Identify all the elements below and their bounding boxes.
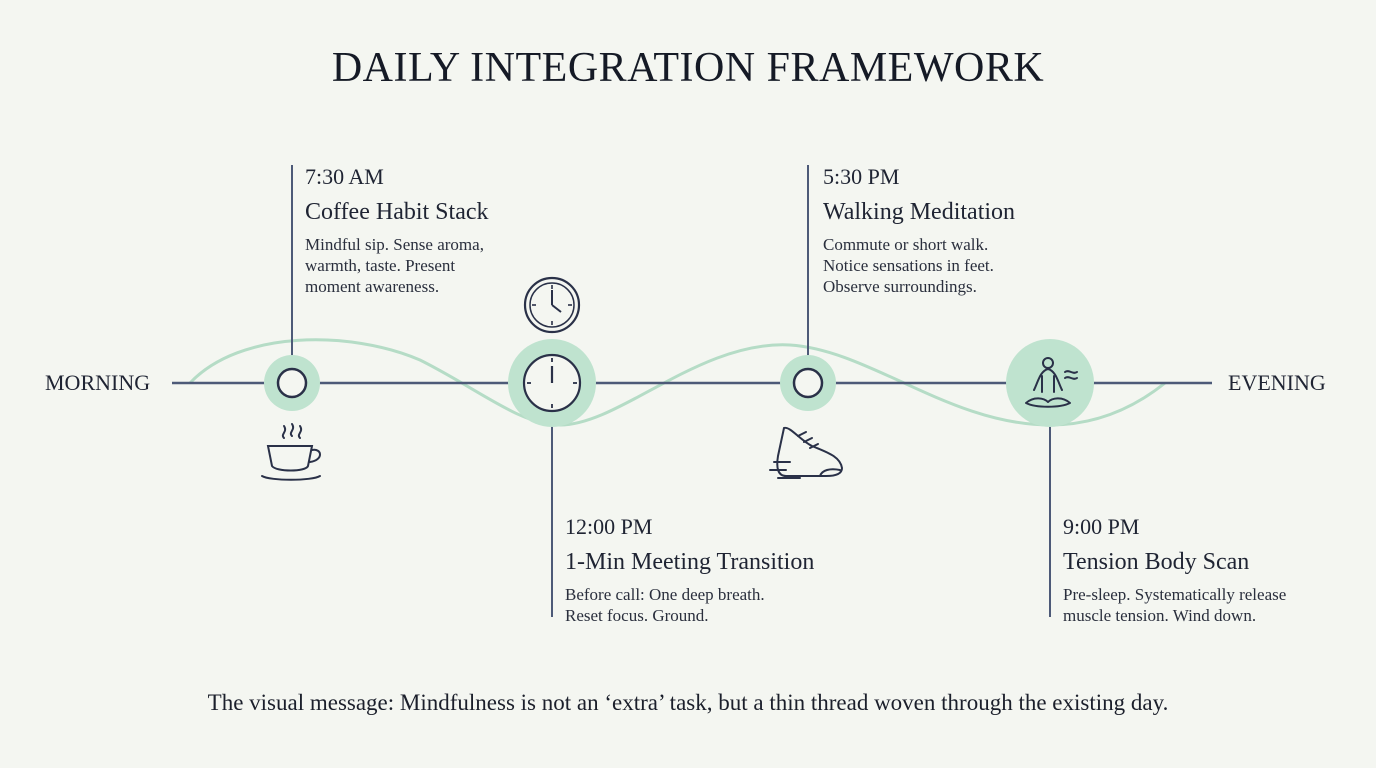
node-5-30: [780, 355, 836, 411]
event-description-line: muscle tension. Wind down.: [1063, 606, 1257, 625]
event-coffee-habit-stack: 7:30 AM Coffee Habit Stack Mindful sip. …: [305, 164, 545, 297]
event-description-line: Pre-sleep. Systematically release: [1063, 585, 1287, 604]
event-description: Commute or short walk. Notice sensations…: [823, 234, 1083, 297]
event-time: 7:30 AM: [305, 164, 384, 189]
clock-icon: [523, 276, 581, 334]
evening-label: EVENING: [1228, 370, 1326, 395]
sneaker-icon: [769, 426, 843, 479]
event-time: 9:00 PM: [1063, 514, 1140, 539]
node-9-00: [1006, 339, 1094, 427]
page-title: DAILY INTEGRATION FRAMEWORK: [331, 45, 1045, 91]
meditation-figure-icon: [1025, 357, 1078, 408]
event-name: 1-Min Meeting Transition: [565, 549, 815, 575]
node-7-30: [264, 355, 320, 411]
event-description: Mindful sip. Sense aroma, warmth, taste.…: [305, 234, 545, 297]
event-description-line: Notice sensations in feet.: [823, 256, 994, 275]
event-description-line: Mindful sip. Sense aroma,: [305, 235, 484, 254]
event-name: Walking Meditation: [823, 199, 1016, 225]
event-time: 12:00 PM: [565, 514, 653, 539]
event-description: Before call: One deep breath. Reset focu…: [565, 584, 865, 626]
event-walking-meditation: 5:30 PM Walking Meditation Commute or sh…: [823, 164, 1083, 297]
event-description-line: moment awareness.: [305, 277, 440, 296]
event-description-line: Reset focus. Ground.: [565, 606, 709, 625]
event-description-line: warmth, taste. Present: [305, 256, 456, 275]
node-12-00: [508, 339, 596, 427]
event-tension-body-scan: 9:00 PM Tension Body Scan Pre-sleep. Sys…: [1063, 514, 1363, 626]
morning-label: MORNING: [45, 370, 151, 395]
event-time: 5:30 PM: [823, 164, 900, 189]
event-description-line: Observe surroundings.: [823, 277, 977, 296]
footer-message: The visual message: Mindfulness is not a…: [207, 690, 1169, 715]
event-description: Pre-sleep. Systematically release muscle…: [1063, 584, 1363, 626]
event-description-line: Before call: One deep breath.: [565, 585, 765, 604]
event-description-line: Commute or short walk.: [823, 235, 989, 254]
event-name: Tension Body Scan: [1063, 549, 1250, 575]
coffee-cup-icon: [261, 423, 321, 481]
event-name: Coffee Habit Stack: [305, 199, 489, 225]
event-meeting-transition: 12:00 PM 1-Min Meeting Transition Before…: [565, 514, 865, 626]
